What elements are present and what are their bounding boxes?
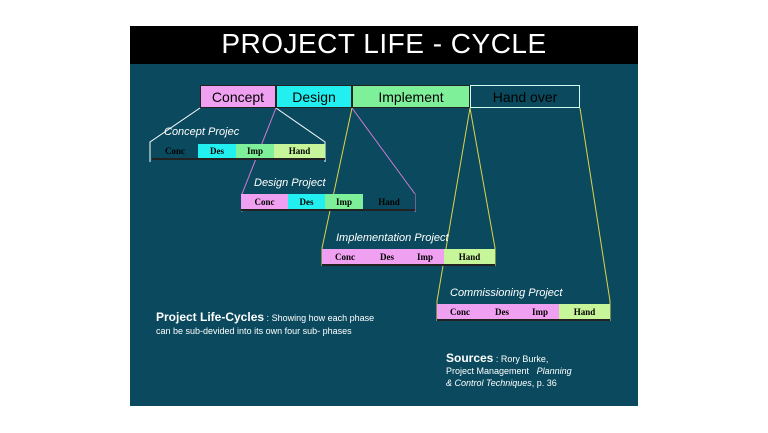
slide: PROJECT LIFE - CYCLE Concept Design Impl… [130,26,638,406]
main-phase-bar: Concept Design Implement Hand over [200,85,580,108]
sources-heading: Sources [446,351,494,365]
connector-implement-b [469,107,496,266]
sub-bar-concept: Conc Des Imp Hand [152,144,325,160]
phase-implement: Implement [352,85,470,108]
phase-handover: Hand over [470,85,580,108]
caption-line1: Showing how each phase [271,313,375,323]
sub-des: Des [198,144,236,160]
title-bar: PROJECT LIFE - CYCLE [130,26,638,64]
sub-hand: Hand [559,304,610,321]
sub-hand: Hand [274,144,325,160]
connector-handover-b [579,107,611,321]
sub-imp: Imp [406,249,444,266]
sources-book-b: Planning [536,366,572,376]
caption-line2: can be sub-devided into its own four sub… [156,326,352,336]
sub-imp: Imp [325,194,363,211]
sources-author: Rory Burke, [500,354,549,364]
caption: Project Life-Cycles : Showing how each p… [156,311,416,338]
phase-design: Design [276,85,352,108]
sub-imp: Imp [236,144,274,160]
sub-project-label-implementation: Implementation Project [336,232,449,244]
sub-conc: Conc [152,144,198,160]
sub-bar-design: Conc Des Imp Hand [241,194,415,211]
connector-lines [149,107,611,321]
sources-separator: : [493,354,501,364]
slide-title: PROJECT LIFE - CYCLE [221,28,547,59]
connector-concept [149,107,201,162]
sub-bar-commissioning: Conc Des Imp Hand [437,304,610,321]
sources-book-a: Project Management [446,366,530,376]
sub-bar-implementation: Conc Des Imp Hand [322,249,495,266]
sub-hand: Hand [363,194,415,211]
sources: Sources : Rory Burke, Project Management… [446,352,626,389]
sub-imp: Imp [521,304,559,321]
sub-conc: Conc [322,249,368,266]
sub-project-label-commissioning: Commissioning Project [450,287,563,299]
phase-concept: Concept [200,85,276,108]
caption-separator: : [264,313,272,323]
connector-design-b [351,107,416,212]
sub-conc: Conc [437,304,483,321]
sub-project-label-concept: Concept Projec [164,126,240,138]
sub-des: Des [368,249,406,266]
sub-des: Des [483,304,521,321]
sub-project-label-design: Design Project [254,177,326,189]
sources-page: , p. 36 [531,378,557,388]
sub-hand: Hand [444,249,495,266]
sub-des: Des [288,194,325,211]
connector-concept-b [275,107,326,162]
sub-conc: Conc [241,194,288,211]
sources-book-c: & Control Techniques [446,378,532,388]
caption-heading: Project Life-Cycles [156,310,265,324]
